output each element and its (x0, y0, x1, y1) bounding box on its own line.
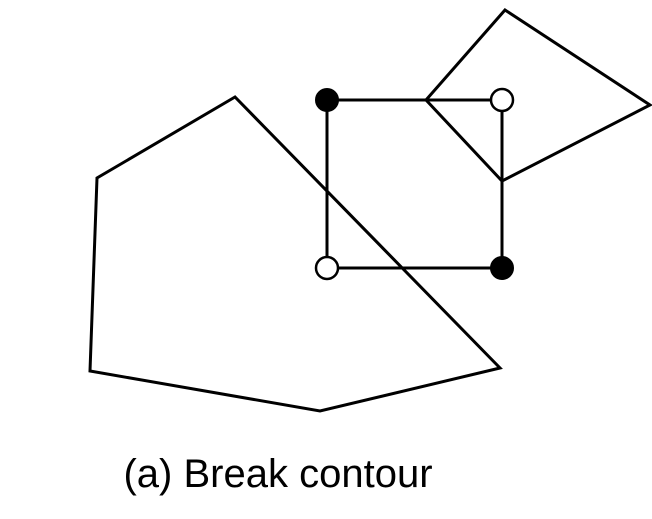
filled-vertex-bottom-right (490, 256, 514, 280)
square-cell (325, 98, 504, 270)
filled-vertex-top-left (315, 88, 339, 112)
open-vertex-bottom-left (314, 255, 340, 281)
small-quadrilateral (423, 8, 652, 183)
open-vertex-top-right (489, 87, 515, 113)
large-polygon (88, 95, 503, 413)
figure-caption: (a) Break contour (123, 452, 433, 496)
